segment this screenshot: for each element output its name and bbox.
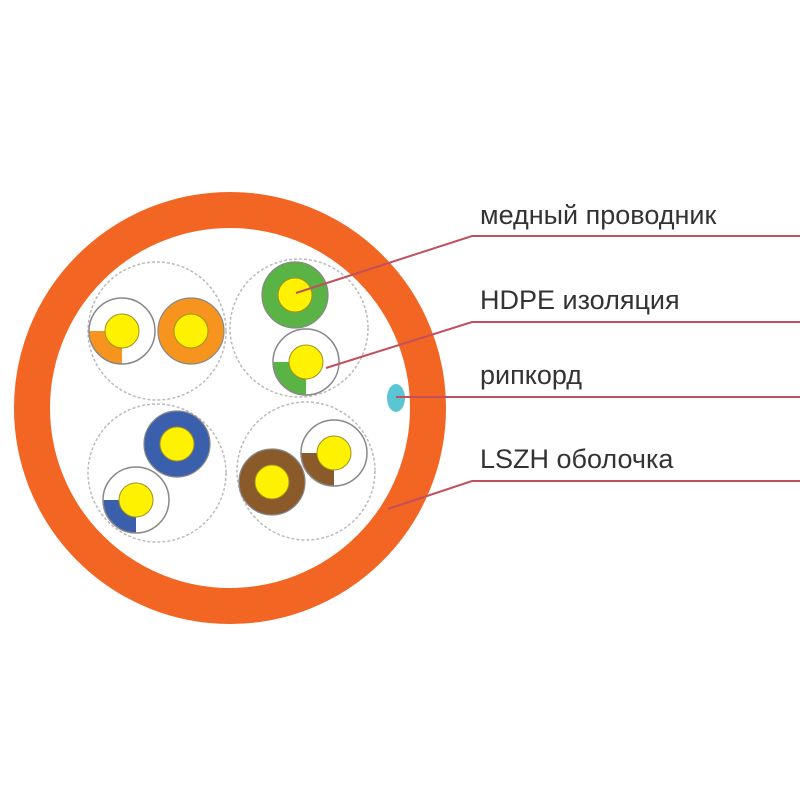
lszh-jacket	[14, 192, 446, 624]
cable	[14, 192, 446, 624]
copper-core	[316, 435, 352, 471]
twisted-pairs	[87, 258, 376, 543]
pair-binder	[87, 403, 227, 543]
copper-core	[277, 277, 313, 313]
wire-outline	[272, 328, 340, 396]
wire-outline	[300, 419, 368, 487]
copper-core	[104, 313, 140, 349]
copper-core	[159, 426, 195, 462]
pair-orange	[87, 261, 227, 401]
pair-binder	[229, 258, 369, 398]
pair-blue	[87, 403, 227, 543]
label-conductor: медный проводник	[480, 200, 717, 230]
label-jacket: LSZH оболочка	[480, 444, 674, 474]
leader-insulation	[325, 321, 800, 369]
leader-lines	[295, 235, 800, 510]
wire-outline	[88, 297, 156, 365]
copper-core	[173, 313, 209, 349]
pair-binder	[236, 401, 376, 541]
leader-conductor	[295, 235, 800, 294]
copper-core	[288, 344, 324, 380]
pair-binder	[87, 261, 227, 401]
pair-brown	[236, 401, 376, 541]
wire-outline	[102, 466, 170, 534]
label-insulation: HDPE изоляция	[480, 285, 680, 315]
leader-jacket	[387, 480, 800, 510]
pair-green	[229, 258, 369, 398]
copper-core	[254, 464, 290, 500]
copper-core	[118, 482, 154, 518]
label-ripcord: рипкорд	[480, 360, 582, 390]
